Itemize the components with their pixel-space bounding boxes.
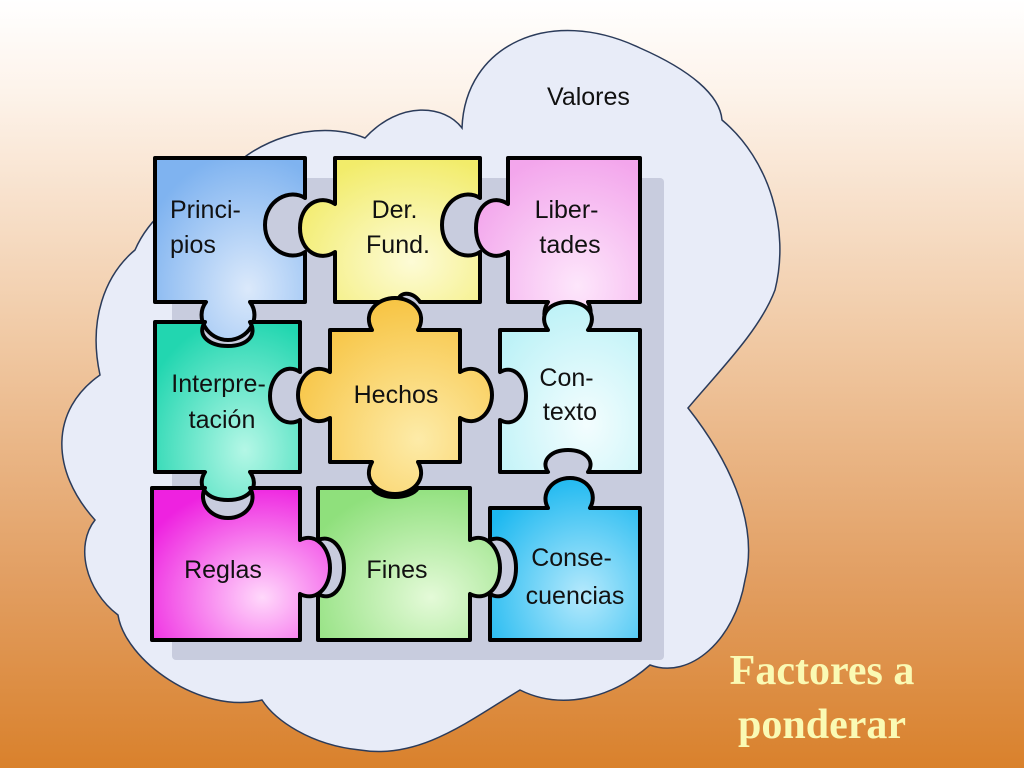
piece-label-interpretacion: Interpre- tación (171, 370, 272, 434)
piece-interpretacion: Interpre- tación (153, 320, 302, 502)
piece-consecuencias: Conse- cuencias (488, 476, 642, 642)
piece-contexto: Con- texto (498, 300, 642, 474)
piece-reglas: Reglas (150, 486, 332, 642)
piece-label-reglas: Reglas (184, 556, 262, 584)
title-line-1: Factores a (730, 648, 915, 694)
puzzle-pieces: Princi- pios Der. Fund. Liber- tades Int… (150, 156, 642, 642)
piece-label-hechos: Hechos (354, 381, 439, 409)
piece-libertades: Liber- tades (474, 156, 642, 338)
piece-principios: Princi- pios (153, 156, 307, 342)
piece-der-fund: Der. Fund. (298, 156, 482, 304)
piece-label-der-fund: Der. Fund. (366, 196, 430, 259)
piece-label-libertades: Liber- tades (535, 196, 606, 259)
piece-label-consecuencias: Conse- cuencias (526, 544, 625, 610)
piece-label-contexto: Con- texto (539, 364, 600, 426)
valores-label: Valores (547, 83, 630, 111)
title-line-2: ponderar (738, 702, 906, 748)
piece-label-principios: Princi- pios (170, 196, 248, 259)
piece-hechos: Hechos (296, 296, 494, 496)
piece-fines: Fines (316, 486, 502, 642)
piece-label-fines: Fines (366, 556, 427, 584)
